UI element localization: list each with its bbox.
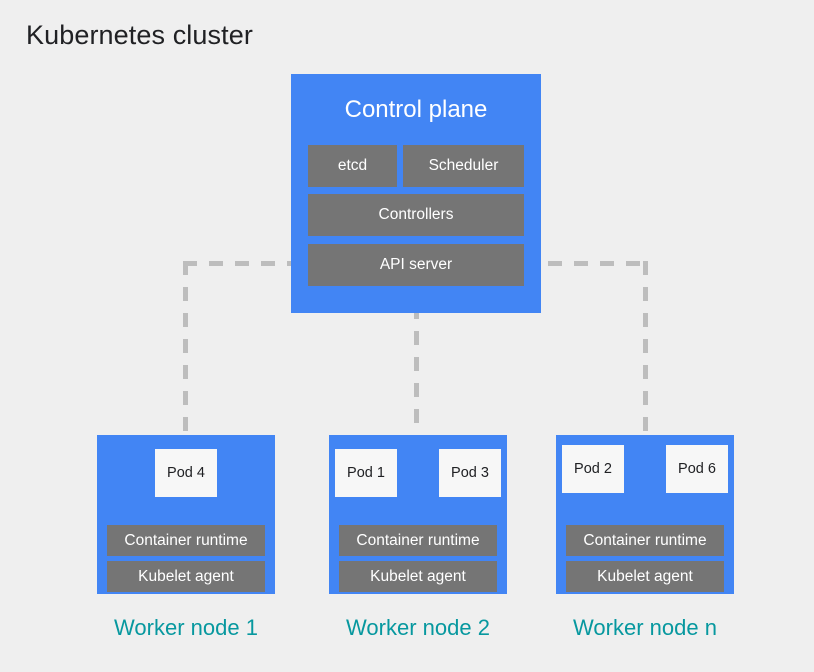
connector-apiserver-to-node1-vertical bbox=[183, 261, 188, 439]
worker-node-2-kubelet-agent[interactable]: Kubelet agent bbox=[339, 561, 497, 592]
pod-1[interactable]: Pod 1 bbox=[335, 449, 397, 497]
worker-node-n-kubelet-agent[interactable]: Kubelet agent bbox=[566, 561, 724, 592]
worker-node-1-container-runtime[interactable]: Container runtime bbox=[107, 525, 265, 556]
pod-4[interactable]: Pod 4 bbox=[155, 449, 217, 497]
worker-node-2-container-runtime[interactable]: Container runtime bbox=[339, 525, 497, 556]
control-plane-component-etcd[interactable]: etcd bbox=[308, 145, 397, 187]
connector-apiserver-to-noden-horizontal bbox=[522, 261, 648, 266]
control-plane-box[interactable]: Control plane etcd Scheduler Controllers… bbox=[291, 74, 541, 313]
worker-node-1-kubelet-agent[interactable]: Kubelet agent bbox=[107, 561, 265, 592]
connector-apiserver-to-node2-vertical bbox=[414, 305, 419, 439]
worker-node-2-caption: Worker node 2 bbox=[346, 615, 490, 640]
worker-node-n-container-runtime[interactable]: Container runtime bbox=[566, 525, 724, 556]
pod-3[interactable]: Pod 3 bbox=[439, 449, 501, 497]
connector-apiserver-to-noden-vertical bbox=[643, 261, 648, 439]
worker-node-n-caption: Worker node n bbox=[573, 615, 717, 640]
connector-apiserver-to-node1-horizontal bbox=[183, 261, 313, 266]
worker-node-1-box[interactable]: Pod 4 Container runtime Kubelet agent bbox=[97, 435, 275, 594]
control-plane-component-api-server[interactable]: API server bbox=[308, 244, 524, 286]
control-plane-component-scheduler[interactable]: Scheduler bbox=[403, 145, 524, 187]
worker-node-2-box[interactable]: Pod 1 Pod 3 Container runtime Kubelet ag… bbox=[329, 435, 507, 594]
control-plane-component-controllers[interactable]: Controllers bbox=[308, 194, 524, 236]
worker-node-n-box[interactable]: Pod 2 Pod 6 Container runtime Kubelet ag… bbox=[556, 435, 734, 594]
pod-6[interactable]: Pod 6 bbox=[666, 445, 728, 493]
pod-2[interactable]: Pod 2 bbox=[562, 445, 624, 493]
worker-node-1-caption: Worker node 1 bbox=[114, 615, 258, 640]
page-title: Kubernetes cluster bbox=[26, 20, 253, 50]
control-plane-title: Control plane bbox=[344, 96, 488, 123]
